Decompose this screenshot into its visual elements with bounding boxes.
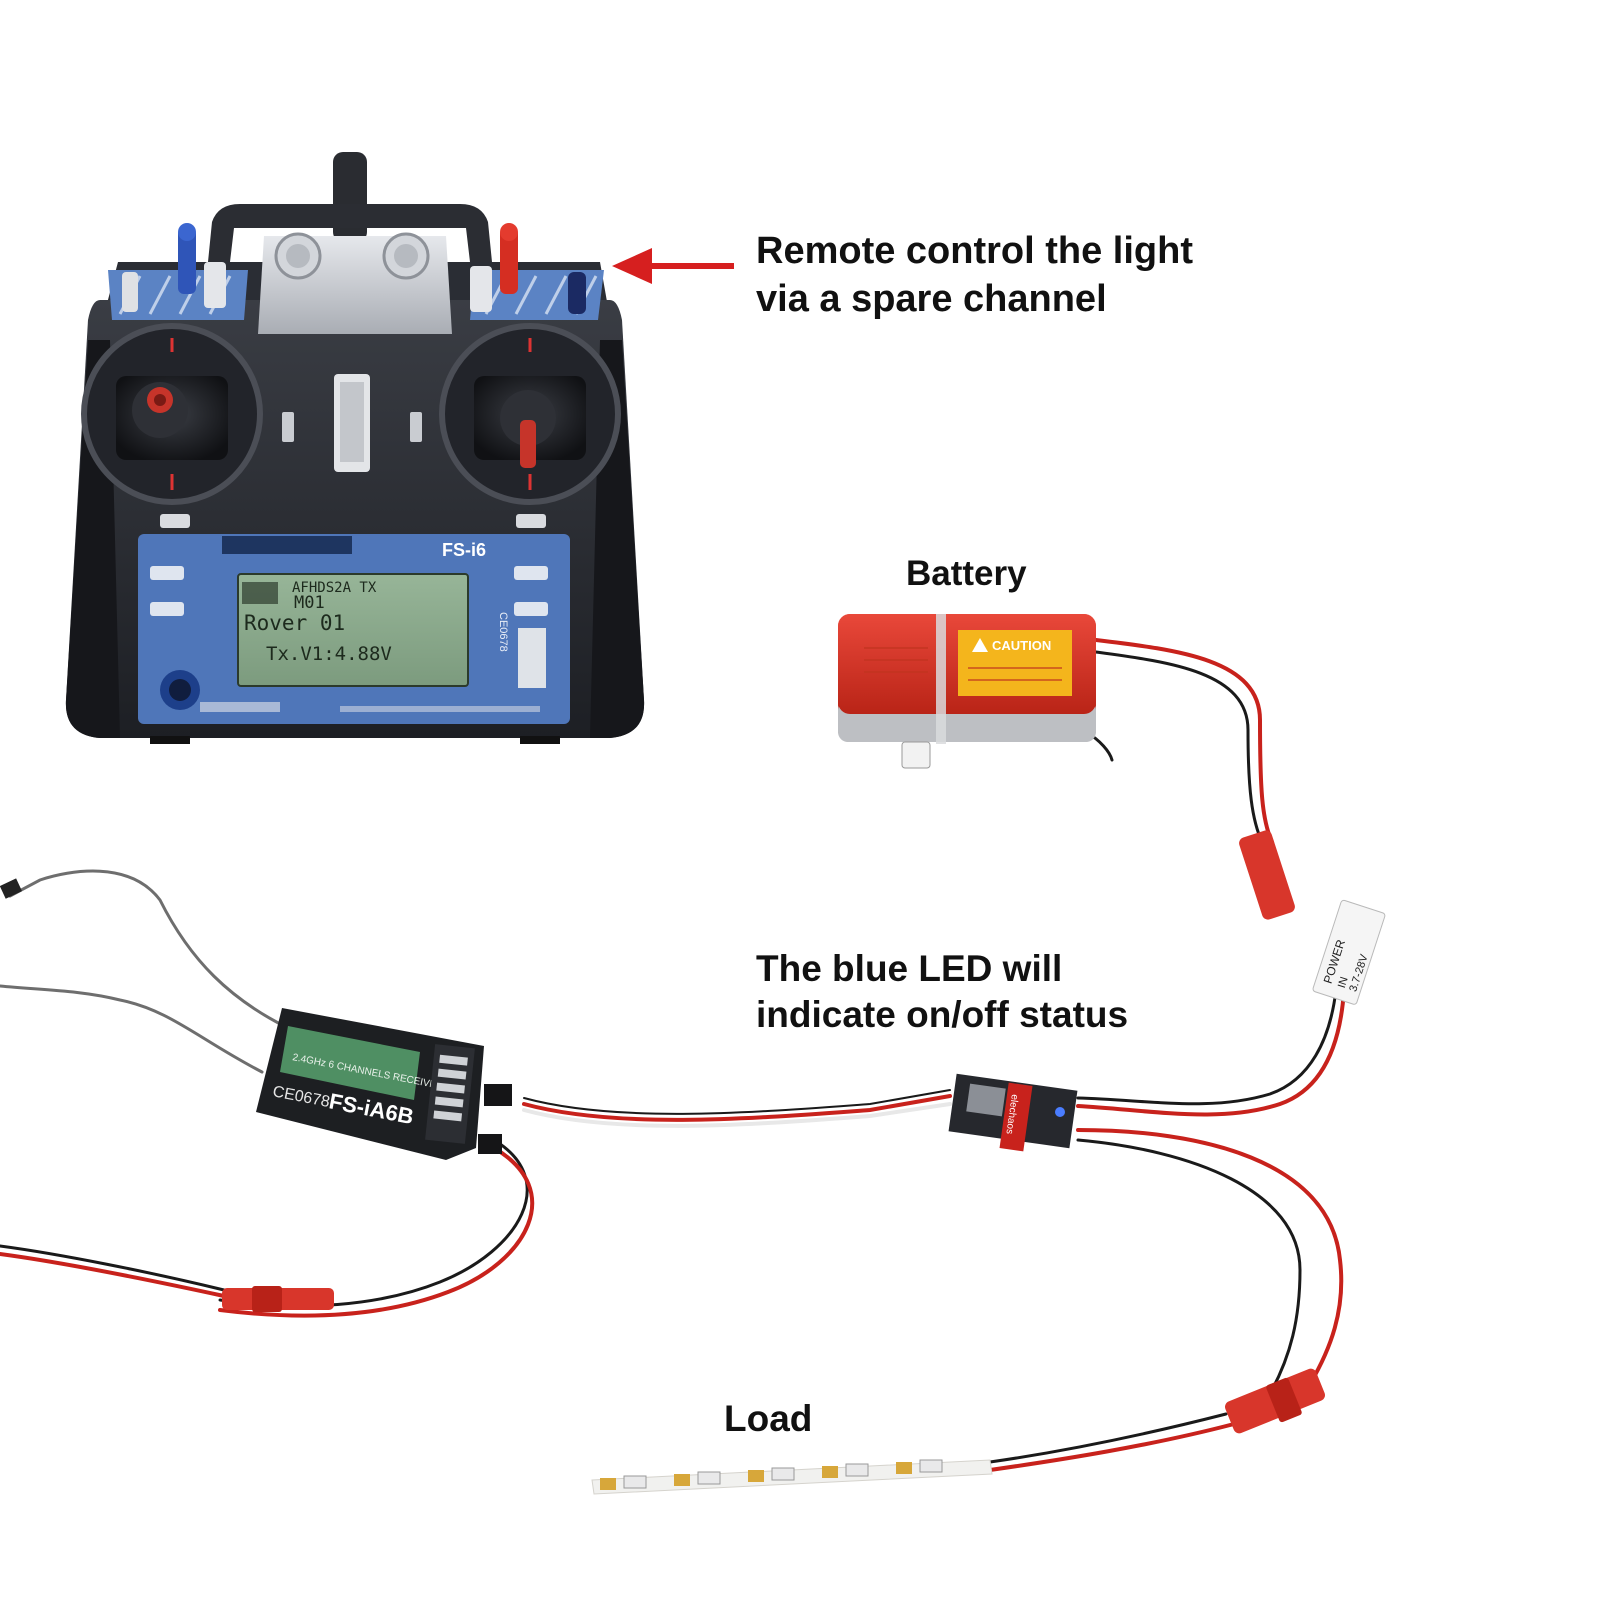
- balance-plug: [901, 741, 931, 769]
- button-down: [514, 602, 548, 616]
- receiver-power-black: [218, 1138, 529, 1308]
- wires: [0, 638, 1346, 1472]
- signal-wire-black: [523, 1089, 951, 1115]
- receiver-power-red: [218, 1146, 535, 1318]
- warning-icon: [972, 638, 988, 652]
- battery: CAUTION: [838, 614, 1096, 769]
- led-strip: [591, 1459, 993, 1495]
- battery-caution-text: CAUTION: [992, 638, 1051, 653]
- label-led-line-1: The blue LED will: [756, 948, 1063, 989]
- power-tag-body: [1312, 899, 1386, 1005]
- label-load: Load: [724, 1398, 813, 1439]
- stick-right: [500, 390, 556, 446]
- power-tag: POWER IN 3.7-28V: [1312, 899, 1386, 1005]
- transmitter-cert: CE0678: [497, 612, 509, 652]
- label-battery: Battery: [906, 554, 1027, 593]
- label-remote-line-1: Remote control the light: [756, 230, 1193, 272]
- battery-wire-black: [1094, 650, 1264, 844]
- power-tag-in: IN: [1336, 975, 1351, 989]
- receiver-pin-header: [425, 1044, 475, 1144]
- lcd-line-1: AFHDS2A TX: [292, 580, 377, 596]
- signal-wire-red: [522, 1094, 952, 1122]
- carry-handle: [208, 204, 492, 262]
- caution-label: [958, 630, 1072, 696]
- antenna: [333, 152, 367, 242]
- transmitter: FS-i6 AFHDS2A TX M01 Rover 01 Tx.V1:4.88…: [65, 152, 645, 744]
- connector-battery: [1239, 830, 1295, 920]
- model-label: FS-i6: [442, 540, 486, 560]
- button-ok: [150, 566, 184, 580]
- receiver-antenna-2: [0, 984, 264, 1074]
- lcd-line-3: Rover 01: [244, 611, 345, 635]
- lcd-line-4: Tx.V1:4.88V: [266, 643, 392, 665]
- rc-switch-module: elechaos: [948, 1073, 1078, 1152]
- receiver: 2.4GHz 6 CHANNELS RECEIVER CE0678 FS-iA6…: [256, 1008, 512, 1160]
- label-led-line-2: indicate on/off status: [756, 994, 1129, 1036]
- label-remote-control: Remote control the light via a spare cha…: [756, 228, 1193, 323]
- lcd-screen: [237, 573, 469, 687]
- switch-sw-d: [568, 272, 586, 314]
- status-led: [1055, 1107, 1065, 1117]
- screen-right-strip: [518, 628, 546, 688]
- signal-wire-white: [522, 1102, 952, 1128]
- switch-sw-b: [178, 228, 196, 294]
- battery-wire-red: [1094, 638, 1274, 844]
- button-up: [514, 566, 548, 580]
- switch-sw-c: [500, 228, 518, 294]
- switch-heat-shrink: [999, 1082, 1033, 1152]
- receiver-antenna-1: [8, 869, 294, 1032]
- receiver-label: [280, 1026, 420, 1100]
- arrow-to-transmitter: [612, 248, 734, 284]
- label-led-status: The blue LED will indicate on/off status: [756, 946, 1128, 1039]
- load-wire-black: [1076, 1138, 1302, 1392]
- lcd-line-2: M01: [294, 593, 325, 613]
- label-remote-line-2: via a spare channel: [756, 277, 1107, 320]
- load-wire-red: [1076, 1128, 1344, 1386]
- jst-connectors: [222, 830, 1325, 1434]
- button-cancel: [150, 602, 184, 616]
- arrow-head-icon: [612, 248, 652, 284]
- led-chips: [600, 1459, 943, 1490]
- switch-sw-a: [122, 272, 138, 312]
